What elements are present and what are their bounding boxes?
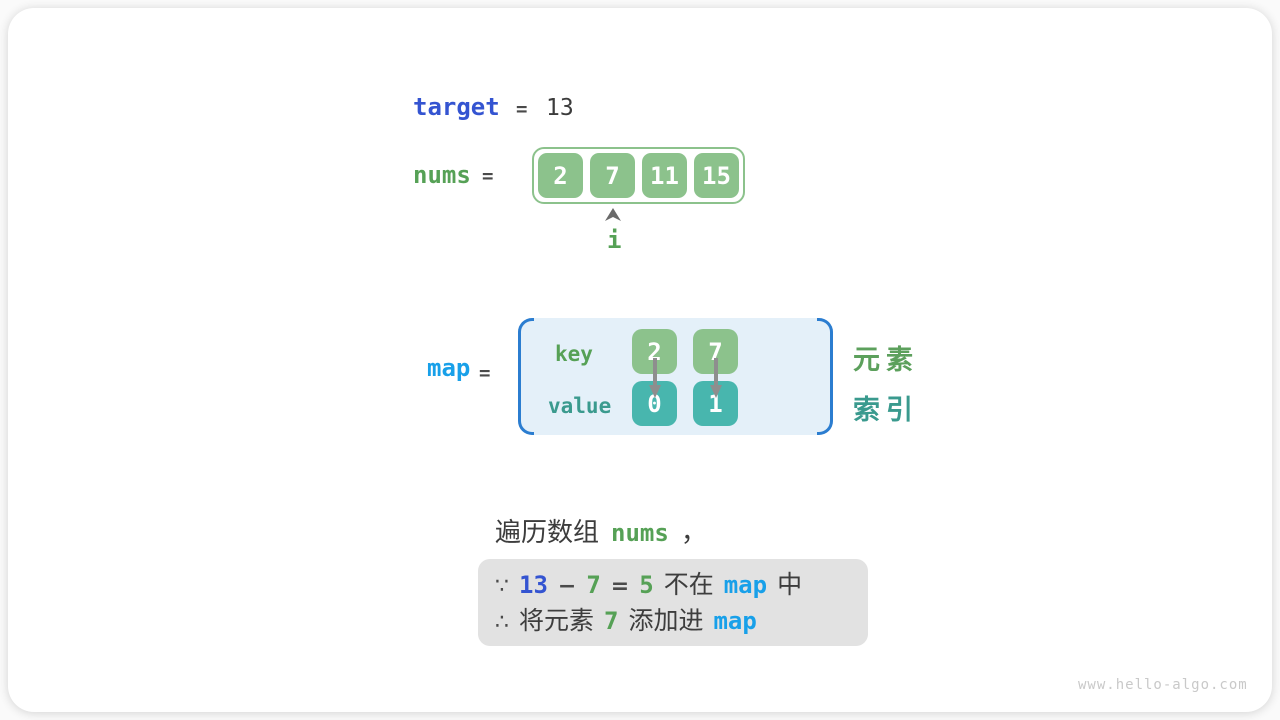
nums-equals-sign: = xyxy=(482,165,494,187)
note-box: ∵ 13 − 7 = 5 不在 map 中 ∴ 将元素 7 添加进 map xyxy=(478,559,868,646)
note-text: 中 xyxy=(777,570,803,599)
key-to-value-arrow-icon xyxy=(649,358,661,398)
array-cell: 7 xyxy=(590,153,635,198)
nums-variable: nums xyxy=(413,161,471,189)
note-text: 将元素 xyxy=(519,606,595,635)
minus-sign: − xyxy=(557,574,577,599)
because-symbol: ∵ xyxy=(495,574,509,599)
index-pointer-arrow-icon xyxy=(605,208,621,221)
caption-nums-code: nums xyxy=(611,519,669,547)
array-cell: 15 xyxy=(694,153,739,198)
note-element-number: 7 xyxy=(586,571,601,599)
note-diff-number: 5 xyxy=(639,571,654,599)
equals-sign: = xyxy=(610,574,630,599)
index-pointer-label: i xyxy=(607,226,622,254)
map-variable: map xyxy=(427,354,471,382)
note-text: 不在 xyxy=(663,570,714,599)
map-key-cell: 2 xyxy=(632,329,677,374)
note-map-code: map xyxy=(723,571,768,599)
legend-index-label: 索引 xyxy=(853,395,919,426)
legend-element-label: 元素 xyxy=(853,345,919,376)
target-value: 13 xyxy=(546,95,574,121)
target-variable: target xyxy=(413,93,500,121)
note-text: 添加进 xyxy=(628,606,704,635)
map-key-row-label: key xyxy=(555,342,593,366)
map-equals-sign: = xyxy=(479,362,491,384)
map-right-bracket xyxy=(817,318,833,435)
site-watermark: www.hello-algo.com xyxy=(1078,677,1248,693)
note-target-number: 13 xyxy=(519,571,548,599)
target-equals-sign: = xyxy=(516,98,528,120)
map-left-bracket xyxy=(518,318,534,435)
nums-array: 2 7 11 15 xyxy=(532,147,745,204)
caption-comma: ， xyxy=(680,518,707,548)
map-container: key value 2 7 0 1 xyxy=(518,318,833,435)
note-element-number: 7 xyxy=(604,607,619,635)
note-line-because: ∵ 13 − 7 = 5 不在 map 中 xyxy=(495,569,868,602)
note-map-code: map xyxy=(713,607,757,635)
note-line-therefore: ∴ 将元素 7 添加进 map xyxy=(495,605,868,638)
array-cell: 11 xyxy=(642,153,687,198)
therefore-symbol: ∴ xyxy=(495,610,509,635)
array-cell: 2 xyxy=(538,153,583,198)
map-value-row-label: value xyxy=(548,394,612,418)
key-to-value-arrow-icon xyxy=(710,358,722,398)
caption-text: 遍历数组 xyxy=(495,518,600,548)
caption-line: 遍历数组 nums ， xyxy=(495,512,707,549)
